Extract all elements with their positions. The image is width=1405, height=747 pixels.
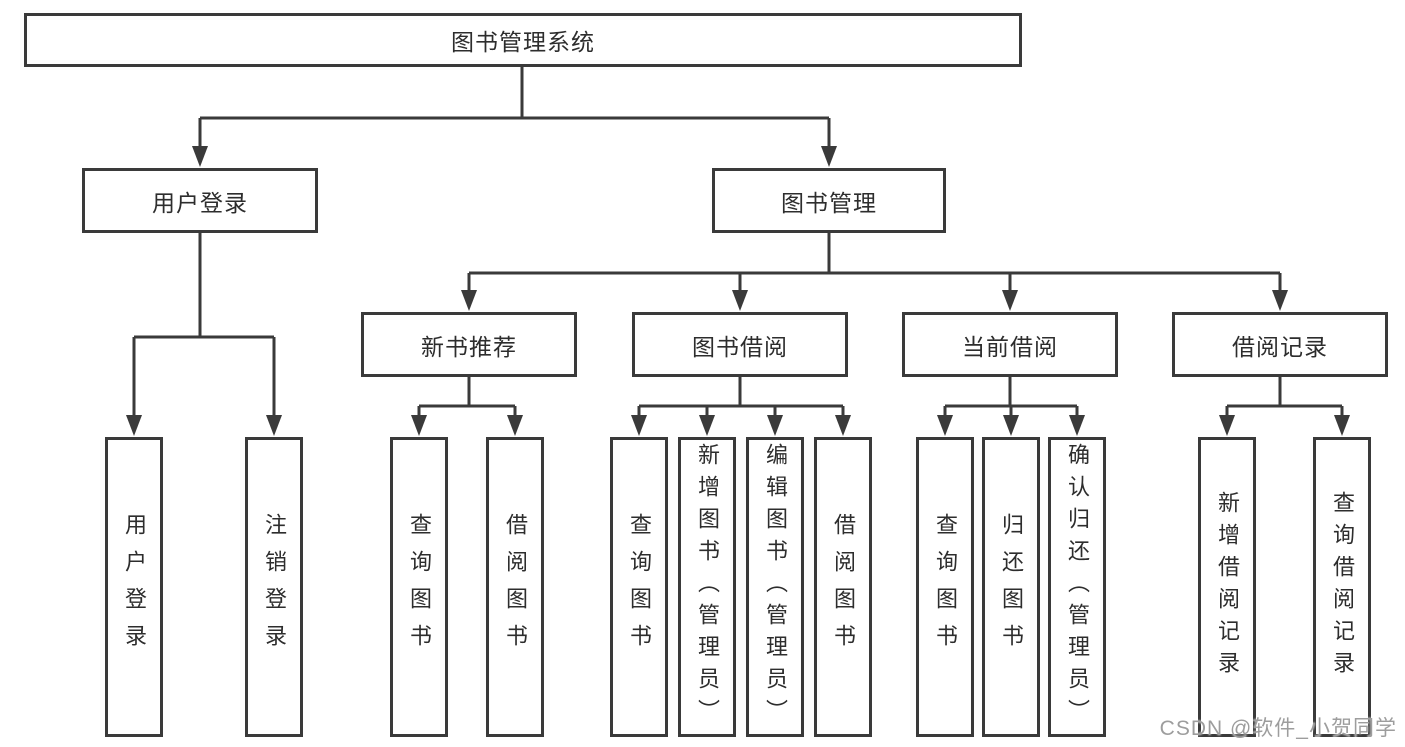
arrowhead-icon	[835, 415, 851, 436]
arrowhead-icon	[126, 415, 142, 436]
node-label: 图书管理系统	[451, 29, 595, 55]
arrowhead-icon	[1069, 415, 1085, 436]
leaf-label: 查询图书	[407, 513, 432, 661]
leaf-label: 查询图书	[933, 513, 958, 661]
arrowhead-icon	[1219, 415, 1235, 436]
node-label: 新书推荐	[421, 333, 517, 360]
leaf-current-return-books: 归还图书	[982, 437, 1040, 737]
node-label: 图书管理	[781, 189, 877, 216]
leaf-borrow-add-books-admin: 新增图书（管理员）	[678, 437, 736, 737]
node-new-book-recommend: 新书推荐	[361, 312, 577, 377]
arrowhead-icon	[732, 290, 748, 311]
leaf-recommend-borrow-books: 借阅图书	[486, 437, 544, 737]
node-book-borrow: 图书借阅	[632, 312, 848, 377]
arrowhead-icon	[631, 415, 647, 436]
leaf-label: 查询图书	[627, 513, 652, 661]
node-library-management-system: 图书管理系统	[24, 13, 1022, 67]
node-label: 当前借阅	[962, 333, 1058, 360]
leaf-records-add-borrow-record: 新增借阅记录	[1198, 437, 1256, 737]
arrowhead-icon	[411, 415, 427, 436]
leaf-current-confirm-return-admin: 确认归还（管理员）	[1048, 437, 1106, 737]
arrowhead-icon	[699, 415, 715, 436]
arrowhead-icon	[1002, 290, 1018, 311]
arrowhead-icon	[767, 415, 783, 436]
connector-line	[1225, 377, 1344, 426]
leaf-label: 借阅图书	[503, 513, 528, 661]
connector-line	[198, 67, 831, 156]
connector-current-borrow-to-leaves	[937, 377, 1085, 436]
arrowhead-icon	[937, 415, 953, 436]
connector-book-borrow-to-leaves	[631, 377, 851, 436]
connector-book-management-to-level3	[461, 233, 1288, 311]
leaf-label: 编辑图书（管理员）	[763, 443, 788, 731]
node-user-login: 用户登录	[82, 168, 318, 233]
leaf-borrow-borrow-books: 借阅图书	[814, 437, 872, 737]
arrowhead-icon	[266, 415, 282, 436]
csdn-watermark: CSDN @软件_小贺同学	[1159, 717, 1397, 740]
leaf-recommend-query-books: 查询图书	[390, 437, 448, 737]
arrowhead-icon	[461, 290, 477, 311]
connector-line	[467, 233, 1282, 301]
node-label: 借阅记录	[1232, 333, 1328, 360]
leaf-borrow-query-books: 查询图书	[610, 437, 668, 737]
connector-line	[132, 233, 276, 426]
leaf-logout: 注销登录	[245, 437, 303, 737]
leaf-current-query-books: 查询图书	[916, 437, 974, 737]
leaf-label: 新增借阅记录	[1215, 491, 1240, 683]
connector-root-to-level2	[192, 67, 837, 167]
connector-new-book-recommend-to-leaves	[411, 377, 523, 436]
leaf-borrow-edit-books-admin: 编辑图书（管理员）	[746, 437, 804, 737]
leaf-user-login: 用户登录	[105, 437, 163, 737]
arrowhead-icon	[192, 146, 208, 167]
leaf-records-query-borrow-record: 查询借阅记录	[1313, 437, 1371, 737]
node-borrow-records: 借阅记录	[1172, 312, 1388, 377]
node-book-management: 图书管理	[712, 168, 946, 233]
leaf-label: 注销登录	[262, 513, 287, 661]
arrowhead-icon	[507, 415, 523, 436]
node-current-borrow: 当前借阅	[902, 312, 1118, 377]
leaf-label: 确认归还（管理员）	[1065, 443, 1090, 731]
arrowhead-icon	[1272, 290, 1288, 311]
connector-line	[637, 377, 845, 426]
arrowhead-icon	[1003, 415, 1019, 436]
arrowhead-icon	[1334, 415, 1350, 436]
leaf-label: 查询借阅记录	[1330, 491, 1355, 683]
leaf-label: 用户登录	[122, 513, 147, 661]
leaf-label: 新增图书（管理员）	[695, 443, 720, 731]
node-label: 图书借阅	[692, 333, 788, 360]
node-label: 用户登录	[152, 189, 248, 216]
leaf-label: 归还图书	[999, 513, 1024, 661]
connector-user-login-to-leaves	[126, 233, 282, 436]
arrowhead-icon	[821, 146, 837, 167]
connector-borrow-records-to-leaves	[1219, 377, 1350, 436]
connector-line	[417, 377, 517, 426]
leaf-label: 借阅图书	[831, 513, 856, 661]
